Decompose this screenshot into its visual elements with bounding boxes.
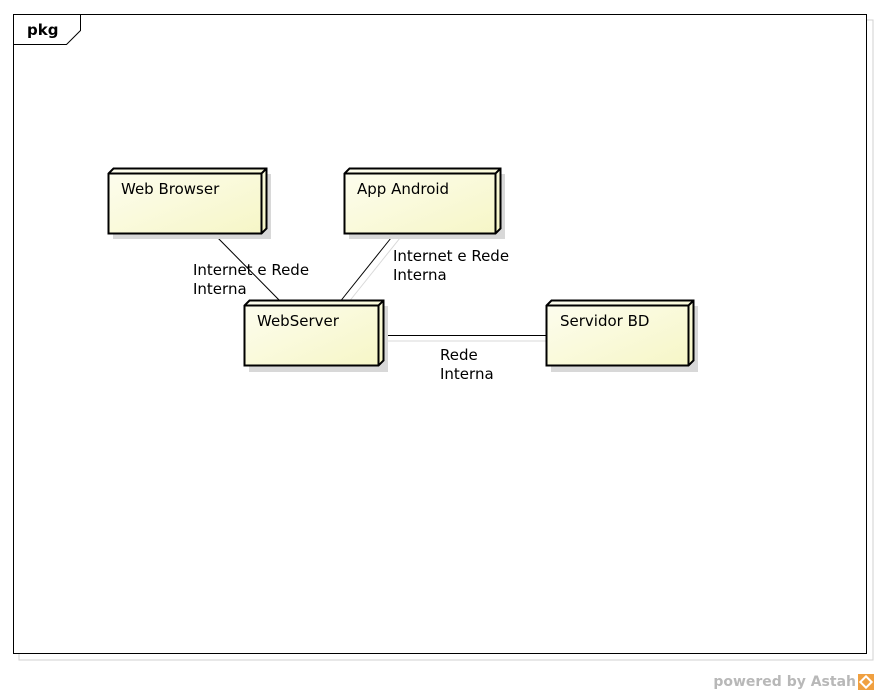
node-servidor-bd[interactable] [545, 299, 699, 373]
node-label-webserver: WebServer [257, 312, 339, 330]
node-web-browser[interactable] [107, 167, 272, 240]
connection-label-line2: Interna [393, 266, 447, 284]
connection-label-line1: Internet e Rede [193, 261, 310, 279]
connection-label-appandroid-webserver: Internet e Rede Interna [393, 247, 509, 285]
node-label-servidor-bd: Servidor BD [560, 312, 650, 330]
connection-webbrowser-webserver[interactable] [212, 232, 288, 309]
node-label-web-browser: Web Browser [121, 180, 220, 198]
connection-label-line2: Interna [193, 280, 247, 298]
powered-by-text: powered by Astah [713, 674, 856, 690]
connection-label-line1: Internet e Rede [393, 247, 510, 265]
package-frame-tab [13, 14, 81, 45]
powered-by-watermark: powered by Astah [713, 674, 874, 690]
astah-logo-icon [858, 674, 874, 690]
connection-label-webserver-servidorbd: Rede Interna [440, 346, 494, 384]
connection-webserver-servidorbd[interactable] [379, 335, 551, 342]
node-webserver[interactable] [243, 299, 389, 373]
connection-label-line2: Interna [440, 365, 494, 383]
package-frame [13, 14, 867, 654]
connection-label-webbrowser-webserver: Internet e Rede Interna [193, 261, 309, 299]
frame-tab-label: pkg [27, 21, 59, 39]
connection-appandroid-webserver[interactable] [338, 232, 401, 309]
node-label-app-android: App Android [357, 180, 450, 198]
node-app-android[interactable] [343, 167, 506, 240]
connection-label-line1: Rede [440, 346, 478, 364]
